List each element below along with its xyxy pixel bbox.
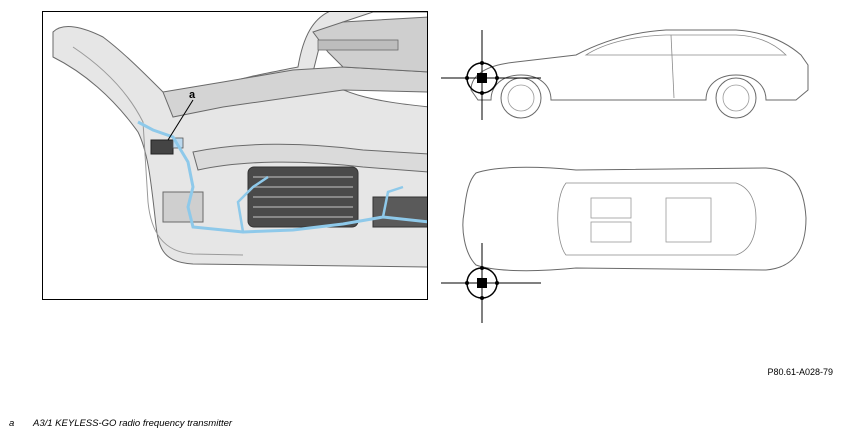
top-view-drawing xyxy=(441,166,807,323)
top-location-marker xyxy=(441,243,541,323)
lower-module xyxy=(162,191,204,223)
callout-leader xyxy=(167,99,194,141)
bumper-detail-illustration: a xyxy=(42,11,428,300)
upper-crossmember xyxy=(162,66,427,118)
lower-tube xyxy=(192,143,427,173)
top-front-seats xyxy=(590,197,632,219)
figure-code: P80.61-A028-79 xyxy=(767,367,833,377)
callout-a: a xyxy=(189,89,196,101)
vehicle-side-view xyxy=(436,20,836,130)
bumper-detail-drawing: a xyxy=(52,12,427,268)
side-location-marker xyxy=(441,30,541,120)
cable-branch-right xyxy=(381,185,404,218)
side-body-outline xyxy=(470,29,809,101)
upper-rail xyxy=(317,39,399,51)
side-front-rim xyxy=(507,84,535,112)
cable-harness xyxy=(137,120,427,234)
side-front-wheel xyxy=(500,77,542,119)
lower-grille xyxy=(247,166,359,228)
top-cabin-outline xyxy=(557,182,757,256)
top-body-outline xyxy=(462,166,807,272)
side-rear-rim xyxy=(722,84,750,112)
side-view-drawing xyxy=(441,29,809,120)
side-rear-wheel xyxy=(715,77,757,119)
side-door-line xyxy=(670,34,675,99)
bumper-contour-line xyxy=(72,46,244,256)
legend-key: a xyxy=(9,418,15,429)
side-windows xyxy=(584,34,787,56)
top-rear-seats xyxy=(665,197,712,243)
top-front-seats-2 xyxy=(590,221,632,243)
vehicle-top-view xyxy=(436,158,836,328)
cable-branch xyxy=(236,175,269,233)
legend-text: A3/1 KEYLESS-GO radio frequency transmit… xyxy=(33,418,233,429)
